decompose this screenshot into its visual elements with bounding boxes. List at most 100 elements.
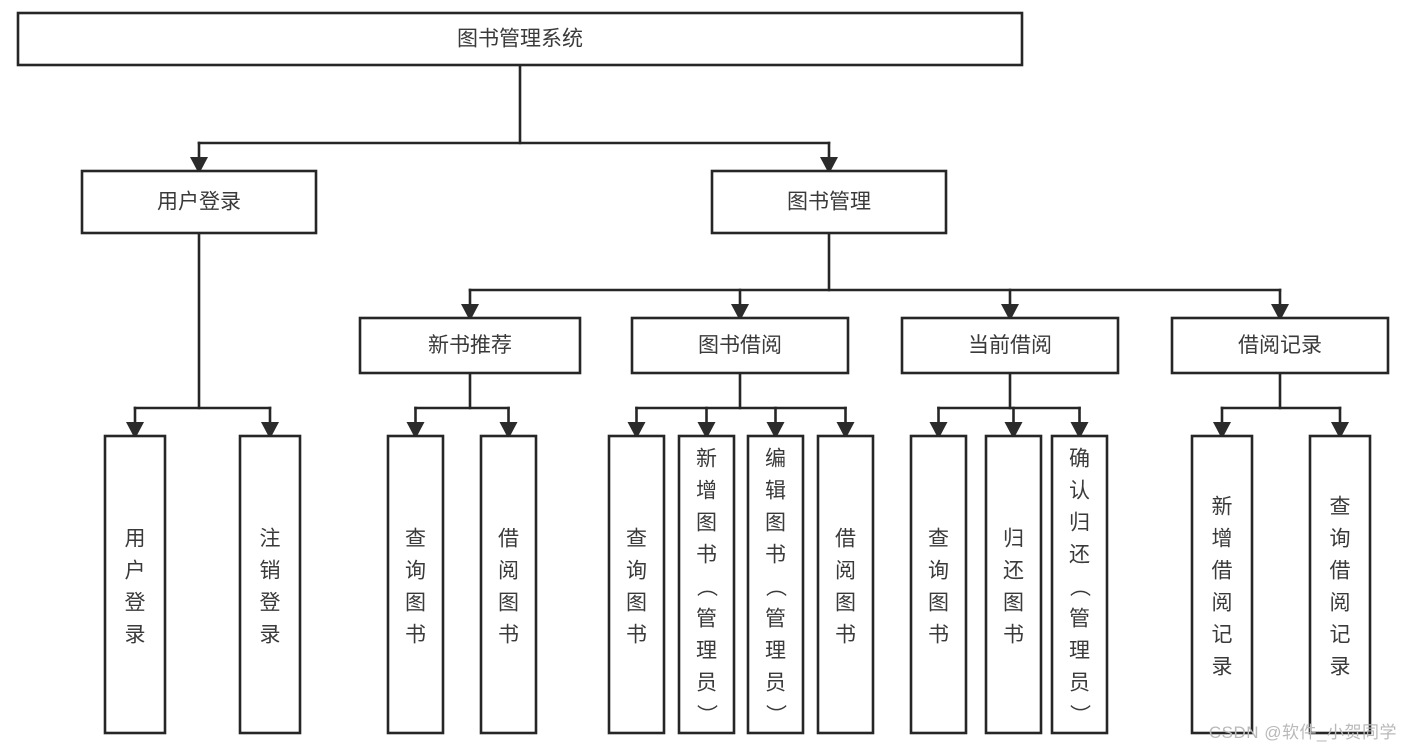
node-label-char: 确 bbox=[1069, 447, 1090, 470]
node-label: 用户登录 bbox=[157, 191, 241, 214]
node-label-char: ） bbox=[764, 704, 787, 725]
node-box[interactable] bbox=[984, 434, 1043, 735]
node-label-char: 理 bbox=[765, 639, 786, 662]
node-n-history[interactable]: 借阅记录 bbox=[1170, 316, 1390, 375]
node-label: 当前借阅 bbox=[968, 334, 1052, 357]
node-label-char: 辑 bbox=[765, 479, 786, 502]
arrow-head-icon bbox=[731, 304, 749, 321]
arrow-head-icon bbox=[766, 422, 785, 439]
node-label-char: 阅 bbox=[835, 559, 856, 582]
node-label-char: 图 bbox=[696, 511, 717, 534]
node-l-userlogin[interactable]: 用户登录 bbox=[103, 434, 167, 735]
node-label-char: （ bbox=[1068, 576, 1091, 597]
node-box[interactable] bbox=[710, 169, 948, 235]
node-label-char: 借 bbox=[1330, 559, 1351, 582]
node-n-newrec[interactable]: 新书推荐 bbox=[358, 316, 582, 375]
node-n-borrow[interactable]: 图书借阅 bbox=[630, 316, 850, 375]
node-box[interactable] bbox=[1190, 434, 1254, 735]
node-label-char: 查 bbox=[1330, 495, 1351, 518]
arrow-head-icon bbox=[929, 422, 948, 439]
node-n-login[interactable]: 用户登录 bbox=[80, 169, 318, 235]
arrow-head-icon bbox=[1070, 422, 1089, 439]
arrow-head-icon bbox=[1213, 422, 1231, 439]
node-label-char: 录 bbox=[1330, 655, 1351, 678]
node-label-char: 借 bbox=[835, 527, 856, 550]
node-label-char: 还 bbox=[1003, 559, 1024, 582]
node-label: 图书借阅 bbox=[698, 334, 782, 357]
arrow-head-icon bbox=[461, 304, 479, 321]
node-box[interactable] bbox=[1308, 434, 1372, 735]
node-label-char: 户 bbox=[125, 559, 146, 582]
node-label-char: （ bbox=[695, 576, 718, 597]
node-label-char: 书 bbox=[835, 623, 856, 646]
node-label-char: 书 bbox=[928, 623, 949, 646]
arrow-head-icon bbox=[627, 422, 646, 439]
node-box[interactable] bbox=[16, 11, 1024, 67]
arrow-head-icon bbox=[1001, 304, 1019, 321]
node-label-char: 管 bbox=[696, 607, 717, 630]
node-n-books[interactable]: 图书管理 bbox=[710, 169, 948, 235]
node-label-char: 书 bbox=[765, 543, 786, 566]
node-box[interactable] bbox=[386, 434, 445, 735]
node-label: 借阅记录 bbox=[1238, 334, 1322, 357]
node-box[interactable] bbox=[103, 434, 167, 735]
arrow-head-icon bbox=[1271, 304, 1289, 321]
node-label: 图书管理 bbox=[787, 191, 871, 214]
node-label-char: 书 bbox=[626, 623, 647, 646]
node-label-char: 借 bbox=[1212, 559, 1233, 582]
node-box[interactable] bbox=[238, 434, 302, 735]
node-label-char: ） bbox=[1068, 704, 1091, 725]
node-label-char: 录 bbox=[1212, 655, 1233, 678]
node-label-char: 理 bbox=[696, 639, 717, 662]
node-box[interactable] bbox=[479, 434, 538, 735]
node-label-char: 员 bbox=[696, 671, 717, 694]
node-box[interactable] bbox=[607, 434, 666, 735]
node-box[interactable] bbox=[80, 169, 318, 235]
node-label-char: 图 bbox=[928, 591, 949, 614]
node-label-char: 图 bbox=[405, 591, 426, 614]
node-box[interactable] bbox=[677, 434, 736, 735]
node-label-char: 阅 bbox=[498, 559, 519, 582]
node-label: 图书管理系统 bbox=[457, 28, 583, 51]
node-box[interactable] bbox=[909, 434, 968, 735]
node-label-char: 书 bbox=[1003, 623, 1024, 646]
node-label: 新书推荐 bbox=[428, 334, 512, 357]
node-box[interactable] bbox=[358, 316, 582, 375]
node-label-char: 管 bbox=[765, 607, 786, 630]
node-label-char: 询 bbox=[626, 559, 647, 582]
node-label-char: 查 bbox=[626, 527, 647, 550]
node-box[interactable] bbox=[746, 434, 805, 735]
node-box[interactable] bbox=[1050, 434, 1109, 735]
node-label-char: 登 bbox=[125, 591, 146, 614]
node-label-char: 图 bbox=[498, 591, 519, 614]
node-label-char: 书 bbox=[498, 623, 519, 646]
node-label-char: （ bbox=[764, 576, 787, 597]
node-box[interactable] bbox=[630, 316, 850, 375]
node-box[interactable] bbox=[900, 316, 1120, 375]
node-label-char: 图 bbox=[1003, 591, 1024, 614]
node-n-current[interactable]: 当前借阅 bbox=[900, 316, 1120, 375]
node-label-char: 书 bbox=[405, 623, 426, 646]
node-label-char: 询 bbox=[405, 559, 426, 582]
node-label-char: 图 bbox=[765, 511, 786, 534]
node-label-char: 理 bbox=[1069, 639, 1090, 662]
node-root[interactable]: 图书管理系统 bbox=[16, 11, 1024, 67]
node-box[interactable] bbox=[1170, 316, 1390, 375]
node-box[interactable] bbox=[816, 434, 875, 735]
arrow-head-icon bbox=[406, 422, 425, 439]
node-label-char: 新 bbox=[1212, 495, 1233, 518]
arrow-head-icon bbox=[190, 157, 208, 174]
